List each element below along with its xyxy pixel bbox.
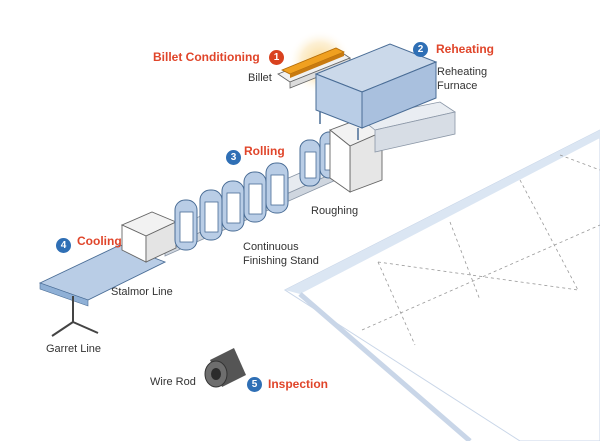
finishing-stands bbox=[174, 162, 289, 251]
floor-slab bbox=[283, 129, 600, 443]
billet-bar bbox=[281, 47, 345, 78]
wire-rod-coil bbox=[204, 348, 246, 388]
finishing-stand-4 bbox=[243, 171, 267, 223]
reheating-furnace bbox=[314, 43, 438, 140]
finishing-stand-2 bbox=[199, 189, 223, 241]
step-title-reheating: Reheating bbox=[436, 42, 495, 56]
step-badge-3: 3 bbox=[226, 150, 241, 165]
garret-fan bbox=[51, 296, 99, 337]
label-finishing-2: Finishing Stand bbox=[243, 255, 319, 267]
roughing-stand-1 bbox=[299, 139, 321, 187]
step-title-billet-conditioning: Billet Conditioning bbox=[153, 50, 260, 64]
label-reheating-furnace-2: Furnace bbox=[437, 80, 478, 92]
step-badge-4: 4 bbox=[56, 238, 71, 253]
label-wire-rod: Wire Rod bbox=[150, 376, 196, 388]
stalmor-conveyor bbox=[38, 244, 167, 307]
step-badge-1: 1 bbox=[269, 50, 284, 65]
step-badge-5: 5 bbox=[247, 377, 262, 392]
step-badge-2: 2 bbox=[413, 42, 428, 57]
step-title-inspection: Inspection bbox=[268, 377, 329, 391]
step-title-rolling: Rolling bbox=[244, 144, 285, 158]
finishing-stand-3 bbox=[221, 180, 245, 232]
finishing-stand-5 bbox=[265, 162, 289, 214]
label-billet: Billet bbox=[248, 72, 272, 84]
label-stalmor-line: Stalmor Line bbox=[111, 286, 173, 298]
label-finishing-1: Continuous bbox=[243, 241, 299, 253]
finishing-stand-1 bbox=[174, 199, 198, 251]
cooling-unit bbox=[120, 211, 178, 263]
label-roughing: Roughing bbox=[311, 205, 359, 217]
label-garret-line: Garret Line bbox=[46, 343, 102, 355]
label-reheating-furnace-1: Reheating bbox=[437, 66, 488, 78]
step-title-cooling: Cooling bbox=[77, 234, 122, 248]
